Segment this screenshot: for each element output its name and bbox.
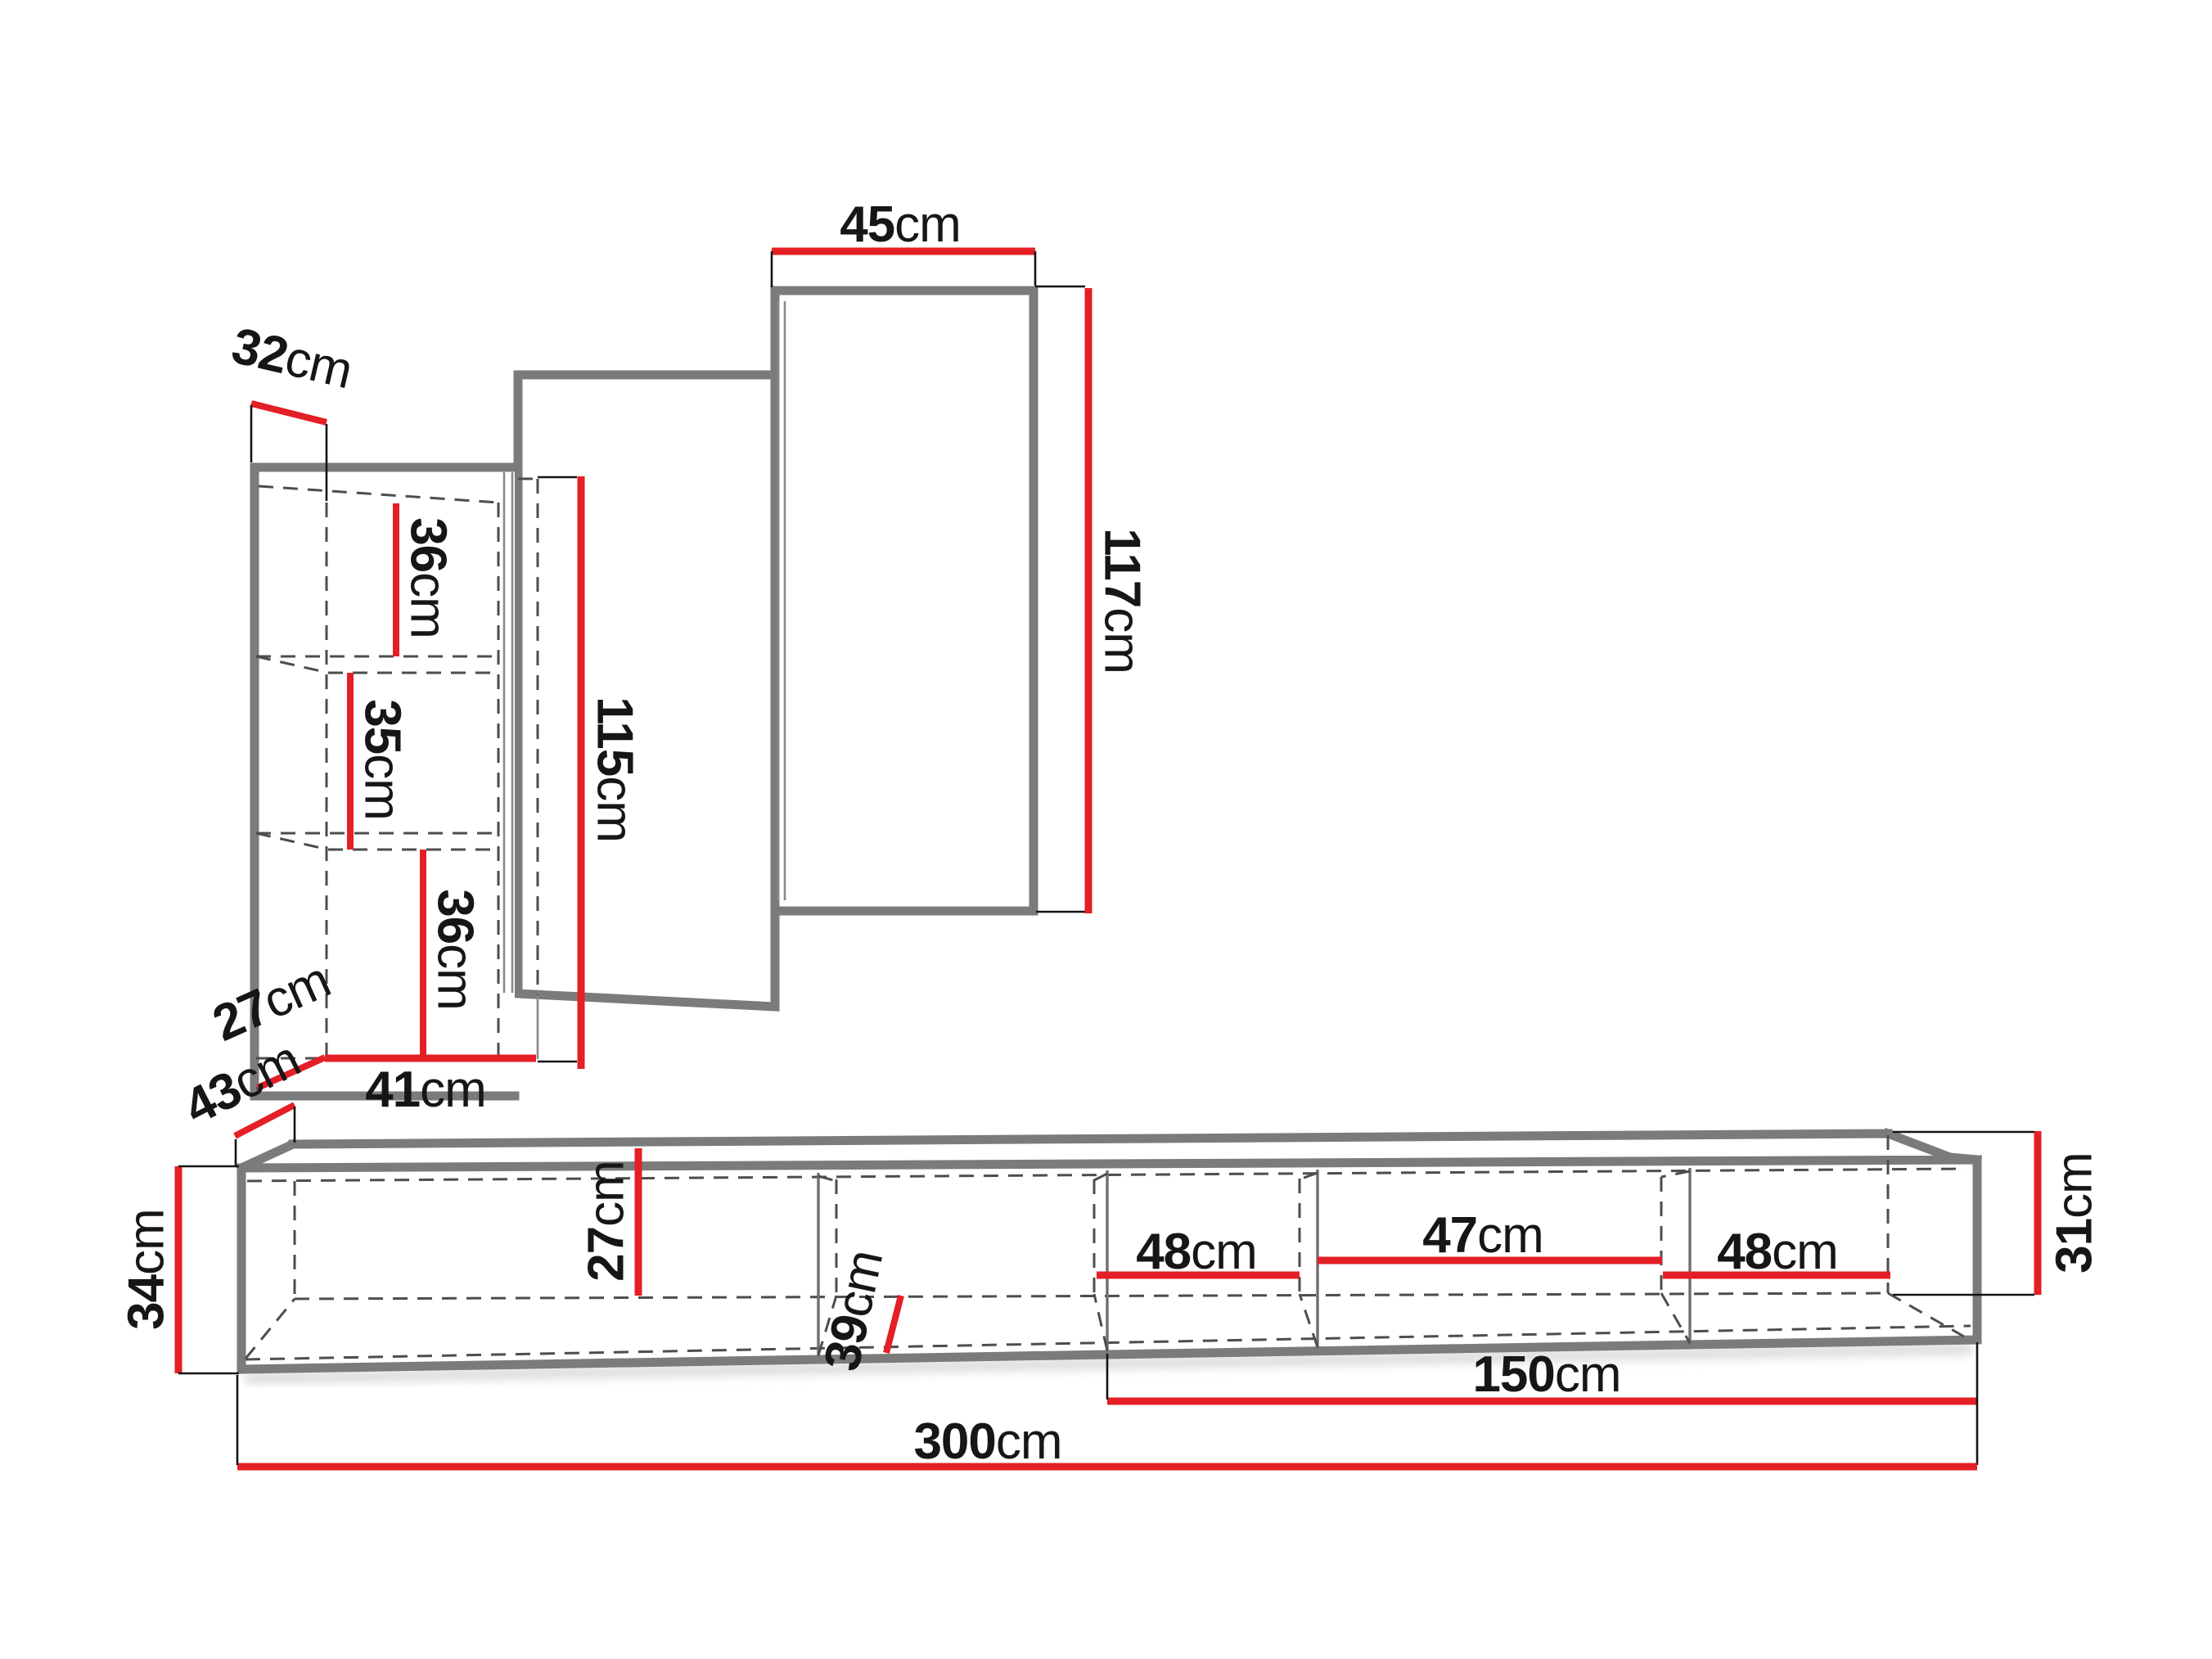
hidden-shelf-2 bbox=[255, 832, 497, 851]
partition-3-hidden bbox=[1298, 1171, 1319, 1348]
dim-34-label: 34cm bbox=[119, 1209, 175, 1330]
dimension-shelf-left-height: 34cm bbox=[119, 1165, 239, 1375]
middle-cabinet-face bbox=[518, 375, 775, 1007]
right-cabinet-outline bbox=[770, 286, 1038, 916]
dim-48a-label: 48cm bbox=[1136, 1224, 1257, 1280]
dim-32-ticks bbox=[250, 405, 328, 501]
dimension-right-height: 117cm bbox=[1036, 288, 1150, 913]
cabinet-gap-edge bbox=[502, 472, 514, 993]
partition-2-hidden bbox=[1092, 1172, 1109, 1351]
dim-43-line bbox=[233, 1102, 296, 1139]
tv-shelf-front-edges bbox=[237, 1155, 1982, 1374]
partition-4-hidden bbox=[1660, 1170, 1692, 1344]
wall-unit: 45cm 117cm 115cm 32cm 36cm 35cm bbox=[205, 196, 1150, 1118]
shadow-tv-shelf bbox=[245, 1343, 1973, 1384]
left-cabinet-outline bbox=[250, 462, 520, 1101]
hidden-right-end-edges bbox=[1886, 1135, 1965, 1338]
dimension-right-span: 150cm bbox=[1106, 1342, 1979, 1465]
partition-1-hidden bbox=[817, 1174, 838, 1356]
dim-32-line bbox=[250, 400, 327, 426]
dim-27-label: 27cm bbox=[579, 1161, 635, 1282]
dimension-shelf-top: 36cm bbox=[393, 503, 456, 656]
dim-41-label: 41cm bbox=[365, 1062, 486, 1118]
dim-45-label: 45cm bbox=[840, 196, 961, 253]
dimension-shelf-bottom: 36cm bbox=[420, 850, 483, 1058]
dimension-shelf-right-height: 31cm bbox=[1893, 1130, 2103, 1296]
right-cabinet-face bbox=[775, 291, 1034, 911]
dim-35-label: 35cm bbox=[354, 699, 410, 820]
dimension-bay-3: 48cm bbox=[1663, 1224, 1890, 1280]
dimension-total-width: 300cm bbox=[236, 1375, 1977, 1471]
dimension-bottom-width: 41cm bbox=[325, 1054, 536, 1118]
tv-shelf: 43cm 34cm 27cm 39cm 48cm 47cm 4 bbox=[119, 1030, 2103, 1471]
dim-31-ticks bbox=[1893, 1130, 2034, 1296]
dim-36a-label: 36cm bbox=[399, 517, 456, 638]
dim-300-label: 300cm bbox=[913, 1413, 1061, 1470]
dim-27top-line bbox=[256, 1054, 327, 1091]
dim-39-label: 39cm bbox=[813, 1246, 894, 1376]
hidden-middle-cabinet-edge bbox=[518, 477, 539, 995]
dim-36b-label: 36cm bbox=[426, 889, 483, 1010]
dim-32-label: 32cm bbox=[227, 318, 357, 399]
hidden-back-bottom-edge bbox=[294, 1292, 1889, 1301]
dimension-top-depth: 32cm bbox=[227, 318, 357, 501]
dimension-shelf-inner-depth: 39cm bbox=[813, 1246, 904, 1376]
right-cabinet-door-edge bbox=[777, 301, 786, 900]
dim-48b-label: 48cm bbox=[1717, 1224, 1838, 1280]
hidden-left-end-edges bbox=[244, 1181, 296, 1359]
tv-shelf-partitions bbox=[817, 1168, 1692, 1357]
dim-115-label: 115cm bbox=[586, 697, 642, 842]
dim-39-line bbox=[883, 1295, 904, 1354]
dim-115-ticks bbox=[538, 476, 577, 1063]
shadow-layer bbox=[245, 303, 1973, 1384]
hidden-shelf-1 bbox=[255, 655, 497, 674]
left-cabinet-face bbox=[255, 467, 515, 1096]
dimension-bay-1: 48cm bbox=[1097, 1224, 1300, 1280]
dim-34-ticks bbox=[178, 1165, 239, 1375]
dimension-shelf-middle: 35cm bbox=[347, 673, 410, 850]
dim-117-label: 117cm bbox=[1093, 528, 1150, 674]
dimension-top-width: 45cm bbox=[770, 196, 1085, 288]
hidden-top-depth-edge bbox=[258, 485, 499, 504]
dim-45-ticks bbox=[770, 251, 1085, 288]
dimension-middle-height: 115cm bbox=[538, 476, 642, 1069]
dim-43-ticks bbox=[234, 1107, 296, 1166]
dim-47-label: 47cm bbox=[1422, 1207, 1543, 1264]
dim-31-label: 31cm bbox=[2047, 1152, 2103, 1274]
tv-shelf-front-face bbox=[241, 1160, 1977, 1369]
dim-150-label: 150cm bbox=[1472, 1346, 1620, 1403]
dim-43-label: 43cm bbox=[175, 1030, 309, 1135]
dimension-bay-2: 47cm bbox=[1318, 1207, 1662, 1265]
dim-150-ticks bbox=[1106, 1342, 1979, 1465]
dimension-shelf-inner-height: 27cm bbox=[579, 1148, 642, 1296]
